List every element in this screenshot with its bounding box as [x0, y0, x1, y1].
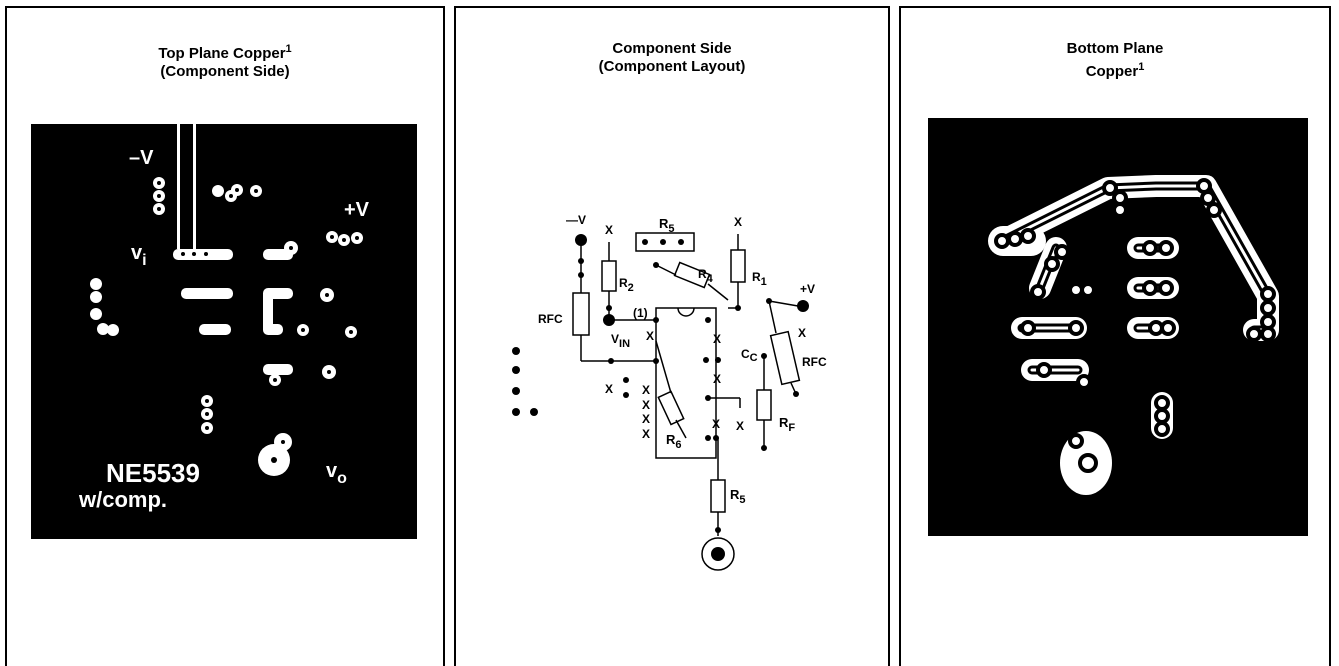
comp-label: w/comp.: [78, 487, 167, 512]
bottom-plane-copper-panel: Bottom Plane Copper1: [899, 6, 1331, 666]
r5-top-label: R5: [659, 216, 675, 235]
rfc-right-label: RFC: [802, 355, 827, 369]
r2-label: R2: [619, 276, 634, 294]
r4-label: R4: [698, 267, 714, 285]
x-marker: X: [642, 383, 650, 397]
footnote-mark: 1: [285, 43, 292, 55]
cc-label: CC: [741, 347, 758, 364]
x-marker: X: [736, 419, 744, 433]
r6-label: R6: [666, 432, 682, 451]
panel-title: Component Side (Component Layout): [456, 40, 888, 76]
x-marker: X: [605, 382, 613, 396]
x-marker: X: [642, 398, 650, 412]
pin1-label: (1): [633, 306, 648, 320]
neg-v-label: –V: [129, 147, 154, 169]
panel-title: Top Plane Copper1 (Component Side): [7, 40, 443, 81]
rf-label: RF: [779, 415, 795, 434]
x-marker: X: [605, 223, 613, 237]
panel-title: Bottom Plane Copper1: [901, 40, 1329, 81]
x-marker: X: [712, 417, 720, 431]
x-marker: X: [642, 427, 650, 441]
bottom-plane-copper-artwork: [928, 118, 1308, 536]
title-line-2: Copper: [1085, 63, 1139, 80]
rfc-left-label: RFC: [538, 312, 563, 326]
x-marker: X: [734, 215, 742, 229]
vin-label: VIN: [611, 332, 630, 350]
title-line-1: Top Plane Copper: [158, 45, 286, 62]
title-line-1: Component Side: [612, 40, 732, 57]
top-plane-copper-artwork: –V +V vi vo NE5539 w/comp.: [31, 124, 417, 539]
title-line-1: Bottom Plane: [1066, 40, 1164, 57]
pos-v-label: +V: [800, 282, 815, 296]
r1-label: R1: [752, 270, 767, 288]
title-line-2: (Component Layout): [598, 58, 746, 75]
x-marker: X: [713, 372, 721, 386]
x-marker: X: [713, 332, 721, 346]
x-marker: X: [642, 412, 650, 426]
neg-v-label: —V: [566, 213, 586, 227]
chip-label: NE5539: [106, 458, 200, 488]
top-plane-copper-panel: Top Plane Copper1 (Component Side) –V +V…: [5, 6, 445, 666]
footnote-mark: 1: [1138, 61, 1145, 73]
x-marker: X: [646, 329, 654, 343]
x-marker: X: [798, 326, 806, 340]
title-line-2: (Component Side): [160, 63, 290, 80]
r5-bottom-label: R5: [730, 487, 746, 506]
component-side-panel: Component Side (Component Layout): [454, 6, 890, 666]
pos-v-label: +V: [344, 199, 370, 221]
vo-label: vo: [326, 460, 347, 487]
vi-label: vi: [131, 242, 147, 269]
component-layout-diagram: —V X R5 X R2 R4 R1 +V RFC (1) X VIN X X …: [512, 213, 827, 571]
